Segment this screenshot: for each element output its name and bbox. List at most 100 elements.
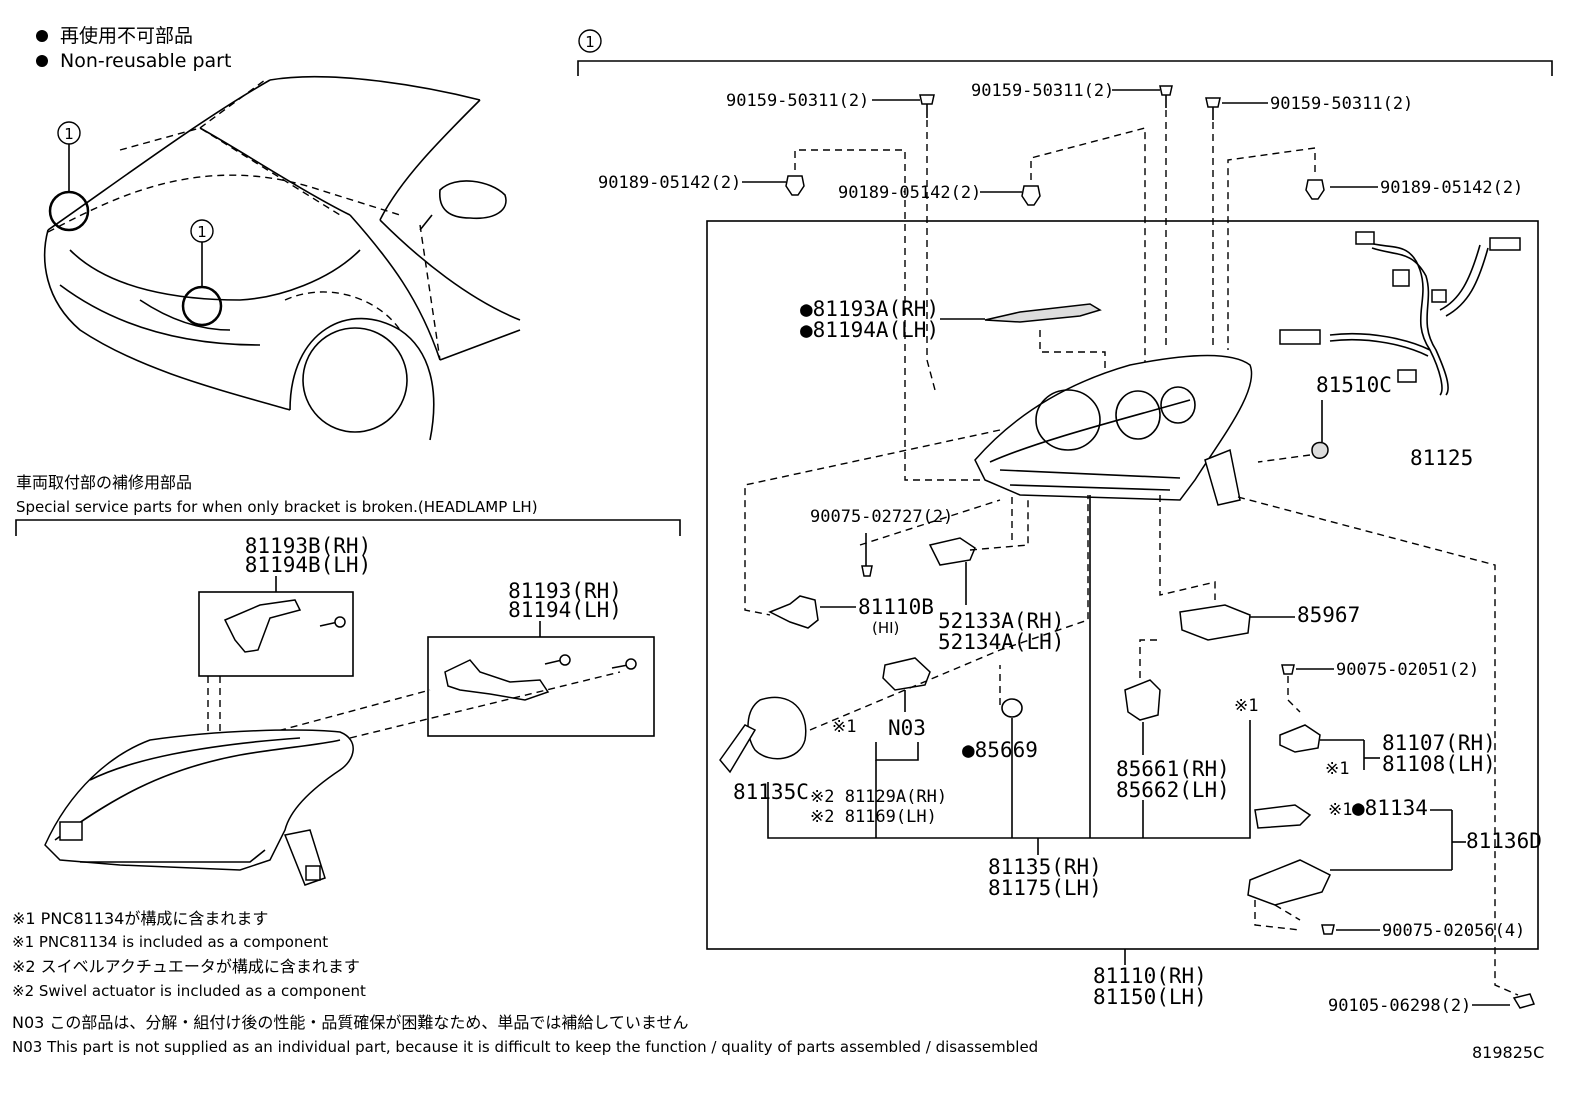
part-label: 90189-05142(2) xyxy=(838,183,981,203)
clip-icon xyxy=(1021,185,1041,206)
fasteners-top: 90159-50311(2) 90159-50311(2) 90159-5031… xyxy=(598,81,1523,481)
headlamp-location-marker xyxy=(181,285,223,327)
note-mark: ※1 xyxy=(1234,696,1258,716)
o-ring-icon xyxy=(1001,698,1023,718)
ecu-module-icon xyxy=(882,657,931,691)
footnote: ※2 Swivel actuator is included as a comp… xyxy=(12,982,366,1000)
part-label-non-reusable: ●81193A(RH) xyxy=(800,297,939,321)
bolt-icon xyxy=(1512,993,1536,1009)
part-label: 81135C xyxy=(733,780,809,804)
part-label: 90075-02056(4) xyxy=(1382,921,1525,941)
part-label: 85967 xyxy=(1297,603,1360,627)
vent-icon xyxy=(59,821,83,841)
callout-number: 1 xyxy=(585,33,595,51)
bracket-part-box xyxy=(427,636,655,737)
footnote: N03 This part is not supplied as an indi… xyxy=(12,1038,1038,1056)
clip-icon xyxy=(785,175,805,196)
part-label: 81136D xyxy=(1466,829,1542,853)
trim-strip-icon xyxy=(984,303,1102,323)
part-label: 81125 xyxy=(1410,446,1473,470)
part-label: N03 xyxy=(888,716,926,740)
lamp-parts-left: 90075-02727(2) 81110B (HI) 52133A(RH) 52… xyxy=(719,429,1258,900)
part-label: 90189-05142(2) xyxy=(598,173,741,193)
part-label: 81135(RH) xyxy=(988,855,1102,879)
part-label: 81175(LH) xyxy=(988,876,1102,900)
callout-circle xyxy=(190,219,214,243)
bracket-part-label: 81193B(RH) xyxy=(245,534,371,558)
side-bracket-icon xyxy=(444,659,550,701)
part-label: 81110(RH) xyxy=(1093,964,1207,988)
callout-number: 1 xyxy=(64,125,74,143)
part-label: 52134A(LH) xyxy=(938,630,1064,654)
cap-icon xyxy=(1311,441,1329,459)
callout-circle xyxy=(578,29,602,53)
part-label: ※2 81169(LH) xyxy=(810,807,937,827)
part-label-non-reusable: ●81134 xyxy=(1352,796,1428,820)
note-mark: ※1 xyxy=(1325,759,1349,779)
part-label: 90075-02727(2) xyxy=(810,507,953,527)
bulb-icon xyxy=(768,595,819,629)
footnote: ※2 スイベルアクチュエータが構成に含まれます xyxy=(12,957,360,976)
headlamp-location-marker xyxy=(48,190,90,232)
part-label: 81110B xyxy=(858,595,934,619)
bracket-part-box xyxy=(198,591,354,677)
gasket-icon xyxy=(1254,804,1312,829)
part-label: 90159-50311(2) xyxy=(726,91,869,111)
legend: 再使用不可部品 Non-reusable part xyxy=(36,25,231,72)
bracket-section-title-jp: 車両取付部の補修用部品 xyxy=(16,473,192,492)
footnote: ※1 PNC81134が構成に含まれます xyxy=(12,909,268,928)
part-label: 52133A(RH) xyxy=(938,609,1064,633)
bracket-part-label: 81194B(LH) xyxy=(245,553,371,577)
part-label: 90159-50311(2) xyxy=(971,81,1114,101)
upper-bracket-icon xyxy=(223,599,302,653)
part-label: 81107(RH) xyxy=(1382,731,1496,755)
screw-icon xyxy=(1159,85,1173,96)
footnotes: ※1 PNC81134が構成に含まれます ※1 PNC81134 is incl… xyxy=(12,909,1038,1056)
screw-icon xyxy=(1205,97,1221,108)
non-reusable-bullet-icon xyxy=(36,30,48,42)
part-label: 81510C xyxy=(1316,373,1392,397)
part-label: 81108(LH) xyxy=(1382,752,1496,776)
part-label: 85661(RH) xyxy=(1116,757,1230,781)
wire-harness-icon xyxy=(1279,231,1521,396)
control-module-icon xyxy=(1179,604,1251,641)
part-label-non-reusable: ●85669 xyxy=(962,738,1038,762)
socket-icon xyxy=(747,696,807,760)
bracket-part-label: 81193(RH) xyxy=(508,579,622,603)
note-mark: ※1 xyxy=(1328,800,1352,820)
screw-icon xyxy=(919,94,935,105)
lamp-parts-right: 85967 90075-02051(2) 81107(RH) 81108(LH)… xyxy=(1093,495,1542,1016)
callout-circle xyxy=(57,121,81,145)
assembly-frame: 1 xyxy=(577,29,1553,950)
legend-jp: 再使用不可部品 xyxy=(60,25,193,47)
callout-number: 1 xyxy=(197,223,207,241)
non-reusable-bullet-icon xyxy=(36,55,48,67)
bracket-service-section: 車両取付部の補修用部品 Special service parts for wh… xyxy=(15,473,681,886)
footnote: ※1 PNC81134 is included as a component xyxy=(12,933,328,951)
bracket-clip-icon xyxy=(928,537,976,566)
footnote: N03 この部品は、分解・組付け後の性能・品質確保が困難なため、単品では補給して… xyxy=(12,1013,688,1032)
headlamp-assembly-box xyxy=(706,220,1539,950)
actuator-icon xyxy=(1124,679,1161,721)
part-label: 90159-50311(2) xyxy=(1270,94,1413,114)
note-mark: ※1 xyxy=(832,717,856,737)
screw-icon xyxy=(1321,924,1335,935)
bracket-section-title-en: Special service parts for when only brac… xyxy=(16,498,538,516)
main-headlamp-unit: ●81193A(RH) ●81194A(LH) 81510C xyxy=(800,231,1521,506)
part-label: ※2 81129A(RH) xyxy=(810,787,947,807)
screw-icon xyxy=(1281,664,1295,675)
lh-headlamp-outline xyxy=(44,729,354,871)
part-label-non-reusable: ●81194A(LH) xyxy=(800,318,939,342)
driver-module-icon xyxy=(1279,724,1321,753)
clip-icon xyxy=(1305,179,1325,200)
ballast-icon xyxy=(1247,859,1331,906)
part-label: 90105-06298(2) xyxy=(1328,996,1471,1016)
part-label: (HI) xyxy=(872,619,899,637)
diagram-code: 819825C xyxy=(1472,1043,1544,1062)
part-label: 81150(LH) xyxy=(1093,985,1207,1009)
part-label: 85662(LH) xyxy=(1116,778,1230,802)
part-label: 90189-05142(2) xyxy=(1380,178,1523,198)
part-label: 90075-02051(2) xyxy=(1336,660,1479,680)
bracket-part-label: 81194(LH) xyxy=(508,598,622,622)
